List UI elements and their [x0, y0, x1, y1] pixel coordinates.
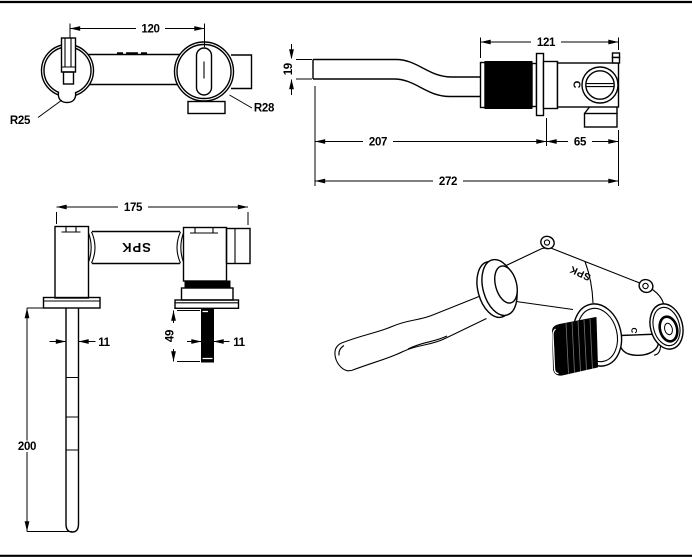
collar-block [180, 287, 234, 301]
dim-center-distance: 120 [69, 22, 205, 47]
dim-65-label: 65 [574, 137, 587, 149]
spout-profile [312, 58, 481, 98]
dim-overall-width: 175 [56, 201, 249, 225]
right-column-notch [190, 227, 218, 234]
left-flange [42, 296, 101, 309]
left-valve-slot [60, 37, 77, 85]
dim-19-label: 19 [283, 63, 295, 75]
bottom-outlet-box [187, 100, 226, 115]
dim-spout-height: 19 [281, 44, 312, 95]
collar-band [184, 280, 231, 289]
mounting-ear-right [638, 278, 654, 294]
r28-label: R28 [254, 103, 275, 115]
cartridge-screw [581, 66, 619, 104]
dim-pipe-length: 200 [14, 307, 72, 532]
wall-flange [535, 52, 545, 117]
top-fitting [611, 52, 621, 64]
brand-mark-iso: SPK [568, 263, 593, 282]
iso-escutcheon [476, 258, 518, 319]
radius-callout-right: R28 [229, 94, 275, 115]
valve-foot [583, 106, 618, 128]
supply-pipe [65, 308, 80, 533]
dim-272-label: 272 [439, 176, 457, 188]
side-port-mark: C [571, 81, 583, 89]
mount-plate [542, 60, 559, 110]
front-view: SPK [14, 201, 251, 533]
dim-120-label: 120 [141, 24, 159, 36]
dim-depths: 207 65 272 [314, 86, 619, 188]
isometric-view: SPK C [334, 235, 684, 376]
iso-spout-bar [334, 295, 487, 372]
dim-thread-length: 49 [163, 310, 200, 362]
cross-bar [88, 230, 184, 265]
iso-port-mark: C [629, 327, 639, 334]
iso-handle-slab [552, 317, 598, 376]
dim-175-label: 175 [124, 202, 143, 214]
r25-label: R25 [10, 115, 31, 127]
left-column [54, 225, 90, 299]
dim-11L-label: 11 [98, 337, 110, 349]
right-column [182, 226, 228, 282]
knurl-cap [479, 61, 486, 109]
side-outlet-box [231, 54, 253, 90]
brand-mark-front: SPK [121, 240, 151, 255]
right-lever-slot [195, 47, 213, 96]
right-flange [174, 299, 240, 310]
dim-200-label: 200 [18, 441, 36, 453]
dim-pipe-dia-right: 11 [187, 337, 246, 349]
side-view: C 19 121 207 [281, 36, 621, 188]
threaded-rod [201, 308, 214, 363]
handle-hatching [565, 318, 593, 374]
iso-threaded-port [649, 303, 684, 350]
mounting-ear-top [540, 235, 555, 250]
radius-callout-left: R25 [10, 99, 63, 127]
dim-49-label: 49 [165, 330, 177, 342]
dim-body-width: 121 [480, 36, 619, 58]
knurled-sleeve [484, 61, 533, 109]
left-circle-bump [57, 91, 77, 104]
dim-pipe-dia-left: 11 [49, 337, 111, 349]
top-view: 120 R25 R28 [10, 22, 275, 127]
left-column-notch [61, 226, 81, 233]
dim-121-label: 121 [537, 37, 556, 49]
right-outlet-stub [225, 227, 251, 265]
iso-body-housing [504, 246, 665, 356]
dim-207-label: 207 [369, 137, 387, 149]
dim-11R-label: 11 [233, 337, 245, 349]
